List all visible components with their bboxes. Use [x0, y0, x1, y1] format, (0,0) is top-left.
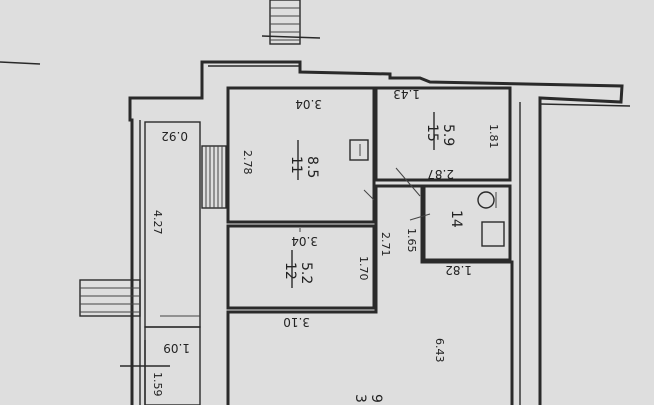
left-stair	[79, 279, 170, 405]
dimension-lines	[160, 167, 431, 317]
dim-310: 3.10	[283, 315, 310, 329]
fixtures	[349, 139, 505, 247]
room-15	[374, 86, 512, 182]
top-stair	[261, 0, 321, 45]
partial-label-9: 9	[368, 394, 384, 403]
room-bottom	[226, 184, 514, 405]
dim-182: 1.82	[445, 263, 472, 277]
exterior-walls	[0, 60, 631, 405]
room-11-number: 11	[288, 156, 304, 174]
dim-181: 1.81	[487, 124, 500, 149]
dim-427: 4.27	[151, 210, 164, 235]
room-14	[422, 184, 512, 262]
dim-143: 1.43	[393, 87, 420, 101]
dim-159: 1.59	[151, 372, 164, 397]
room-14-number: 14	[448, 210, 464, 228]
room-15-area: 5.9	[440, 124, 456, 146]
dim-271: 2.71	[379, 232, 392, 257]
dim-304-mid: 3.04	[291, 234, 318, 248]
middle-stair	[201, 145, 227, 209]
room-12	[226, 224, 376, 310]
dim-287: 2.87	[427, 167, 454, 181]
dim-643: 6.43	[433, 338, 446, 363]
dim-165: 1.65	[405, 228, 418, 253]
dim-170: 1.70	[357, 256, 370, 281]
dim-278: 2.78	[241, 150, 254, 175]
room-11-area: 8.5	[304, 156, 320, 178]
partial-label-3: 3	[352, 394, 368, 403]
room-12-number: 12	[282, 262, 298, 280]
dim-092: 0.92	[161, 129, 188, 143]
room-15-number: 15	[424, 124, 440, 142]
room-11	[226, 86, 376, 224]
dim-304-top: 3.04	[295, 97, 322, 111]
room-12-area: 5.2	[298, 262, 314, 284]
dim-109: 1.09	[163, 341, 190, 355]
